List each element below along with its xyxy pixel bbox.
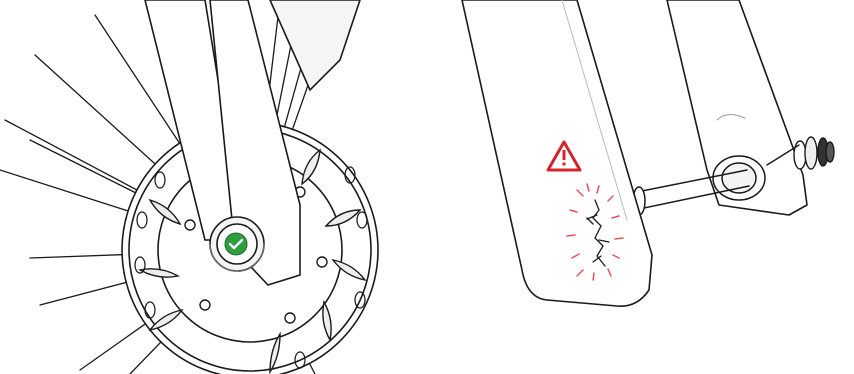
- wheel-fork-correct-illustration: [0, 0, 427, 374]
- right-illustration-panel: [427, 0, 854, 374]
- fork-crack-damage-illustration: [427, 0, 854, 374]
- dropout-ring: [713, 156, 765, 200]
- checkmark-icon: [225, 233, 247, 255]
- left-illustration-panel: [0, 0, 427, 374]
